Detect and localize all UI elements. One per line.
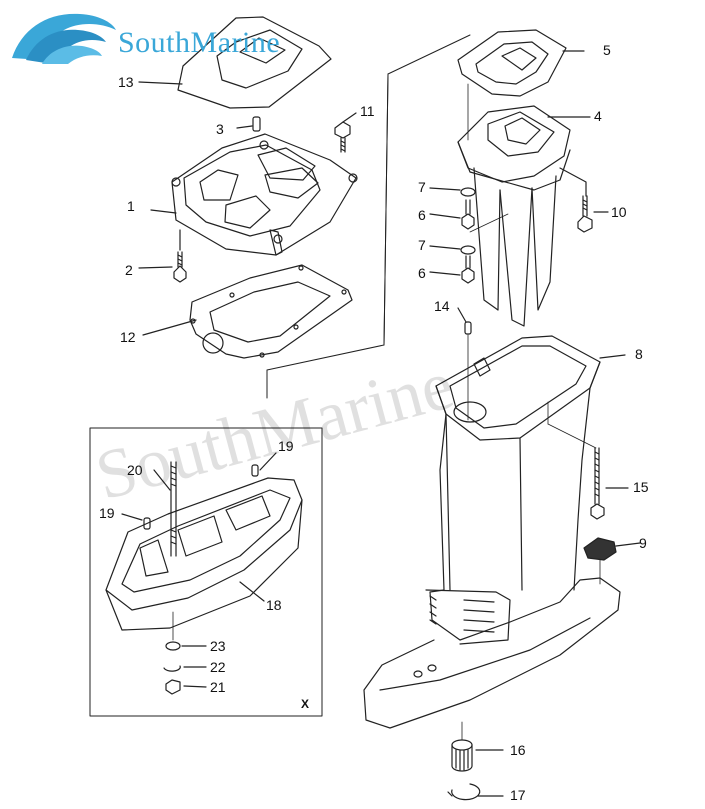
callout-18: 18 <box>266 597 282 613</box>
callout-2: 2 <box>125 262 133 278</box>
callout-9: 9 <box>639 535 647 551</box>
bracket-1 <box>171 133 357 256</box>
inset-label: X <box>301 697 310 711</box>
callout-8: 8 <box>635 346 643 362</box>
callout-21: 21 <box>210 679 226 695</box>
callout-23: 23 <box>210 638 226 654</box>
callout-7b: 7 <box>418 237 426 253</box>
gasket-12 <box>189 264 353 359</box>
callout-17: 17 <box>510 787 526 803</box>
callout-12: 12 <box>120 329 136 345</box>
exhaust-guide-4 <box>457 105 571 183</box>
callout-7a: 7 <box>418 179 426 195</box>
brand-name: SouthMarine <box>118 26 281 59</box>
callout-15: 15 <box>633 479 649 495</box>
callout-16: 16 <box>510 742 526 758</box>
callout-6a: 6 <box>418 207 426 223</box>
gasket-13 <box>177 16 332 109</box>
callout-20: 20 <box>127 462 143 478</box>
callout-19b: 19 <box>99 505 115 521</box>
upper-casing-8 <box>435 335 601 441</box>
callout-14: 14 <box>434 298 450 314</box>
callout-19a: 19 <box>278 438 294 454</box>
callout-13: 13 <box>118 74 134 90</box>
gasket-5 <box>457 29 567 97</box>
wave-logo-icon <box>12 13 116 64</box>
callout-22: 22 <box>210 659 226 675</box>
callout-6b: 6 <box>418 265 426 281</box>
callout-11: 11 <box>360 103 375 119</box>
callout-10: 10 <box>611 204 627 220</box>
brand-logo: SouthMarine <box>8 8 348 66</box>
callout-4: 4 <box>594 108 602 124</box>
callout-5: 5 <box>603 42 611 58</box>
callout-1: 1 <box>127 198 135 214</box>
callout-3: 3 <box>216 121 224 137</box>
